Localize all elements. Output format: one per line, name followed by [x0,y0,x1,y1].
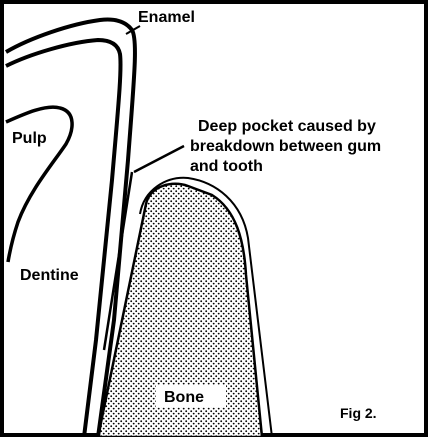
pocket-pointer-line [134,146,184,172]
enamel-label: Enamel [138,9,195,26]
pocket-label-line1: Deep pocket caused by [198,118,376,135]
pulp-label: Pulp [12,130,47,147]
enamel-inner-line [6,40,121,437]
pocket-label-line3: and tooth [190,158,263,175]
dentine-label: Dentine [20,267,79,284]
figure-number-label: Fig 2. [340,405,377,421]
pocket-label-line2: breakdown between gum [190,138,381,155]
bone-label: Bone [164,389,204,406]
